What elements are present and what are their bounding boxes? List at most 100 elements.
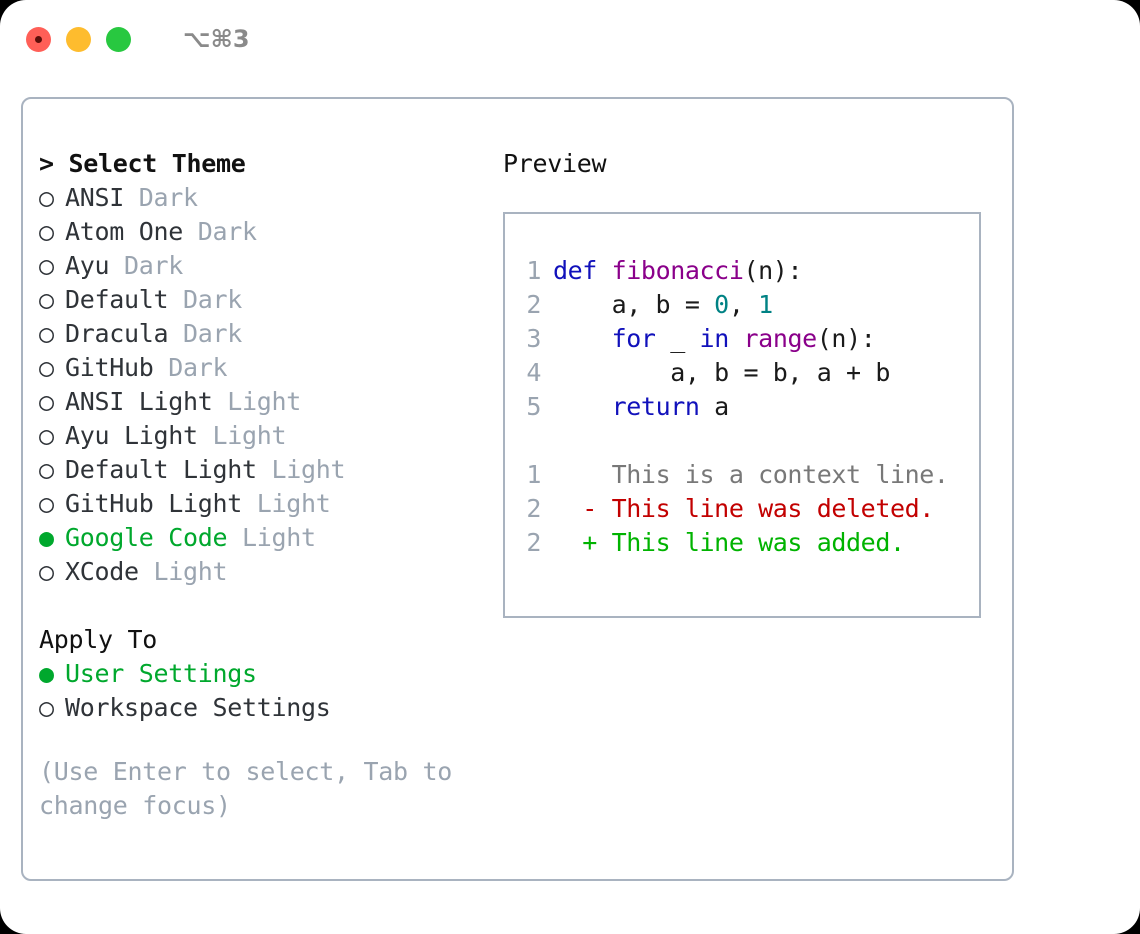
- theme-option-dracula[interactable]: ○Dracula Dark: [39, 317, 479, 351]
- diff-line-add: 2 + This line was added.: [513, 526, 979, 560]
- code-token-num: 1: [758, 290, 773, 319]
- theme-option-label: GitHub Light: [65, 489, 243, 518]
- keyboard-hint-text: (Use Enter to select, Tab to change focu…: [39, 757, 453, 820]
- code-token-fn: range: [743, 324, 818, 353]
- radio-unselected-icon: ○: [39, 217, 54, 246]
- traffic-light-group: [26, 26, 131, 52]
- apply-to-option-workspace-settings[interactable]: ○ Workspace Settings: [39, 691, 479, 725]
- close-button-icon[interactable]: [26, 26, 51, 52]
- code-token-pl: a, b =: [553, 290, 715, 319]
- theme-option-ayu[interactable]: ○ Ayu Dark: [39, 249, 479, 283]
- code-line: 4 a, b = b, a + b: [513, 356, 979, 390]
- code-token-pl: [553, 392, 612, 421]
- theme-variant-tag: Light: [153, 557, 228, 586]
- keyboard-shortcut-label: ⌥⌘3: [183, 25, 250, 53]
- list-spacer: [39, 589, 479, 623]
- code-diff-separator: [513, 424, 979, 458]
- code-line: 1 def fibonacci(n):: [513, 254, 979, 288]
- radio-unselected-icon: ○: [39, 421, 54, 450]
- radio-unselected-icon: ○: [39, 251, 54, 280]
- theme-option-label: Atom One: [65, 217, 184, 246]
- code-token-kw: in: [699, 324, 730, 353]
- apply-to-label: Apply To: [39, 625, 158, 654]
- code-token-fn: fibonacci: [611, 256, 744, 285]
- diff-line-del: 2 - This line was deleted.: [513, 492, 979, 526]
- code-line: 5 return a: [513, 390, 979, 424]
- apply-to-option-label: Workspace Settings: [65, 693, 331, 722]
- diff-sign: [553, 460, 612, 489]
- theme-variant-tag: Dark: [183, 285, 243, 314]
- code-token-pl: a: [699, 392, 729, 421]
- code-token-pl: ,: [728, 290, 759, 319]
- theme-option-github[interactable]: ○ GitHub Dark: [39, 351, 479, 385]
- code-line-number: 3: [526, 324, 541, 353]
- code-token-pl: _: [655, 324, 700, 353]
- theme-option-label: Google Code: [65, 523, 228, 552]
- diff-sample: 1 This is a context line.2 - This line w…: [513, 458, 979, 560]
- select-theme-heading: > Select Theme: [39, 149, 246, 178]
- code-line: 3 for _ in range(n):: [513, 322, 979, 356]
- diff-line-text: This is a context line.: [611, 460, 949, 489]
- preview-title: Preview: [503, 149, 607, 178]
- theme-option-github-light[interactable]: ○ GitHub Light Light: [39, 487, 479, 521]
- apply-to-list: ● User Settings ○ Workspace Settings: [39, 657, 479, 725]
- theme-option-label: ANSI: [65, 183, 125, 212]
- apply-to-option-label: User Settings: [65, 659, 257, 688]
- theme-option-google-code[interactable]: ● Google Code Light: [39, 521, 479, 555]
- radio-unselected-icon: ○: [39, 285, 54, 314]
- theme-option-label: ANSI Light: [65, 387, 213, 416]
- diff-line-number: 1: [526, 460, 541, 489]
- code-token-pl: [553, 324, 612, 353]
- code-token-kw: return: [611, 392, 700, 421]
- code-token-pl: (n):: [743, 256, 803, 285]
- diff-line-text: This line was deleted.: [611, 494, 935, 523]
- code-line-number: 5: [526, 392, 541, 421]
- radio-unselected-icon: ○: [39, 693, 54, 722]
- radio-selected-icon: ●: [39, 523, 54, 552]
- diff-line-ctx: 1 This is a context line.: [513, 458, 979, 492]
- code-token-num: 0: [714, 290, 729, 319]
- radio-unselected-icon: ○: [39, 455, 54, 484]
- theme-option-label: GitHub: [65, 353, 154, 382]
- code-token-kw: for: [611, 324, 656, 353]
- theme-variant-tag: Dark: [197, 217, 257, 246]
- theme-option-ansi-light[interactable]: ○ANSI Light Light: [39, 385, 479, 419]
- theme-variant-tag: Light: [212, 421, 287, 450]
- radio-unselected-icon: ○: [39, 489, 54, 518]
- theme-option-label: Default Light: [65, 455, 257, 484]
- theme-option-ansi[interactable]: ○ANSI Dark: [39, 181, 479, 215]
- diff-sign: +: [553, 528, 612, 557]
- apply-to-option-user-settings[interactable]: ● User Settings: [39, 657, 479, 691]
- code-token-pl: a, b = b, a + b: [553, 358, 890, 387]
- theme-option-label: XCode: [65, 557, 139, 586]
- theme-variant-tag: Dark: [124, 251, 184, 280]
- theme-variant-tag: Light: [242, 523, 316, 552]
- theme-option-ayu-light[interactable]: ○Ayu Light Light: [39, 419, 479, 453]
- diff-sign: -: [553, 494, 612, 523]
- theme-variant-tag: Dark: [183, 319, 243, 348]
- radio-unselected-icon: ○: [39, 353, 54, 382]
- theme-option-atom-one[interactable]: ○ Atom One Dark: [39, 215, 479, 249]
- theme-variant-tag: Dark: [168, 353, 228, 382]
- minimize-button-icon[interactable]: [66, 26, 91, 52]
- theme-option-xcode[interactable]: ○XCode Light: [39, 555, 479, 589]
- radio-unselected-icon: ○: [39, 319, 54, 348]
- theme-option-default[interactable]: ○Default Dark: [39, 283, 479, 317]
- code-line-number: 2: [526, 290, 541, 319]
- radio-selected-icon: ●: [39, 659, 54, 688]
- code-line-number: 1: [526, 256, 541, 285]
- code-token-pl: (n):: [816, 324, 876, 353]
- theme-option-default-light[interactable]: ○ Default Light Light: [39, 453, 479, 487]
- diff-line-text: This line was added.: [611, 528, 905, 557]
- code-token-kw: def: [553, 256, 612, 285]
- theme-option-label: Ayu: [65, 251, 110, 280]
- code-line: 2 a, b = 0, 1: [513, 288, 979, 322]
- theme-variant-tag: Light: [271, 455, 346, 484]
- window-titlebar: ⌥⌘3: [0, 0, 1140, 78]
- theme-variant-tag: Dark: [138, 183, 198, 212]
- theme-variant-tag: Light: [256, 489, 331, 518]
- zoom-button-icon[interactable]: [106, 26, 131, 52]
